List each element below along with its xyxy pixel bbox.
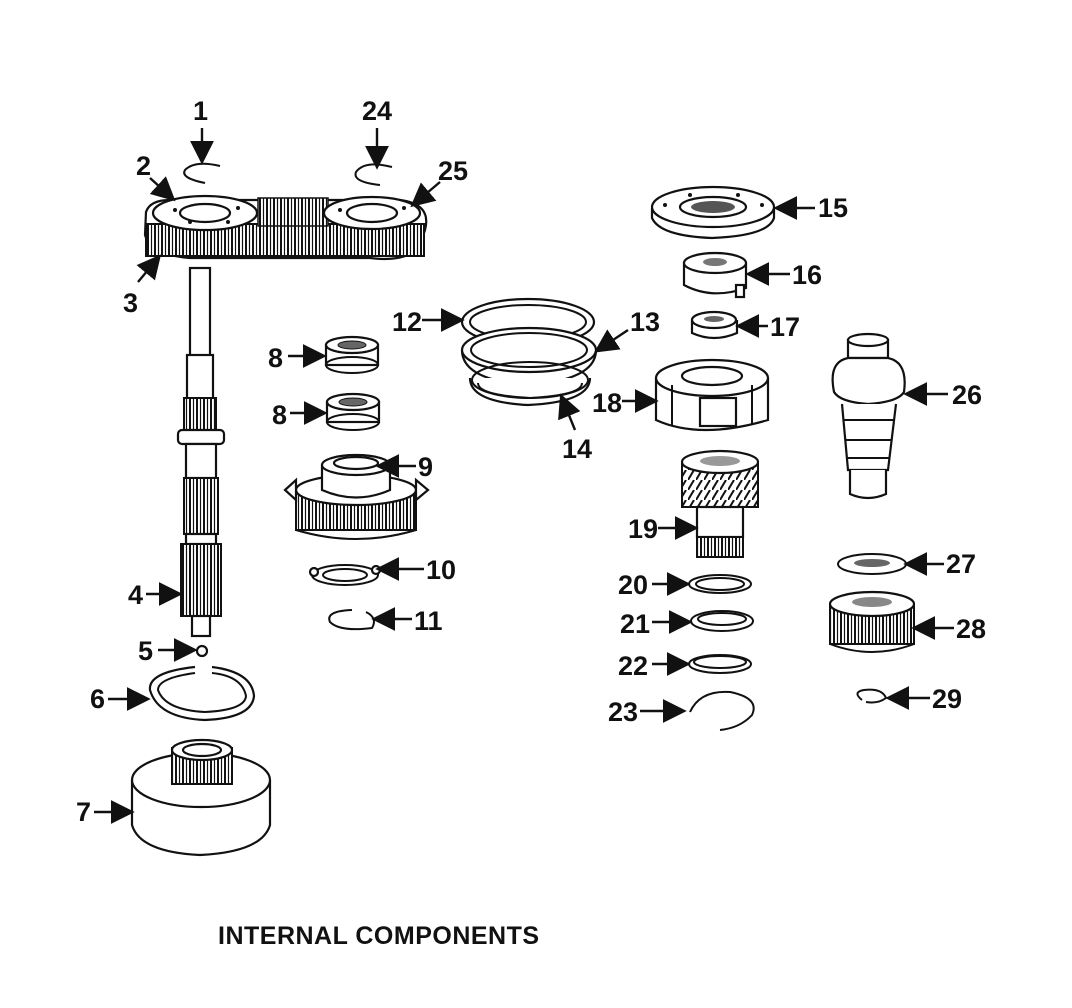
- callout-8b: 8: [272, 400, 287, 430]
- snap-ring-24: [354, 163, 393, 186]
- callout-numbers: 1 2 3 4 5 6 7 8 8 9 10 11 12 13 14 15 16…: [76, 96, 986, 827]
- callout-17: 17: [770, 312, 800, 342]
- main-shaft: [176, 266, 226, 638]
- plate-15: [650, 185, 776, 240]
- gear-shaft-19: [680, 449, 760, 558]
- callout-9: 9: [418, 452, 433, 482]
- callout-10: 10: [426, 555, 456, 585]
- washer-27: [837, 553, 907, 575]
- snap-ring-11: [328, 609, 375, 631]
- callout-14: 14: [562, 434, 592, 464]
- ring-stack-12-13-14: [460, 297, 598, 407]
- housing-18: [654, 358, 770, 432]
- snap-ring-23: [689, 690, 755, 731]
- gear-9: [283, 453, 430, 540]
- chain-sprocket-assembly: [143, 194, 428, 261]
- drum-7: [130, 738, 272, 857]
- callout-27: 27: [946, 549, 976, 579]
- callout-16: 16: [792, 260, 822, 290]
- sleeve-26: [831, 332, 906, 500]
- callout-7: 7: [76, 797, 91, 827]
- callout-23: 23: [608, 697, 638, 727]
- callout-24: 24: [362, 96, 392, 126]
- ring-21: [690, 610, 754, 632]
- bushing-17: [690, 310, 739, 340]
- ring-22: [688, 654, 752, 674]
- callout-22: 22: [618, 651, 648, 681]
- callout-19: 19: [628, 514, 658, 544]
- callout-4: 4: [128, 580, 143, 610]
- callout-28: 28: [956, 614, 986, 644]
- callout-21: 21: [620, 609, 650, 639]
- callout-3: 3: [123, 288, 138, 318]
- callout-18: 18: [592, 388, 622, 418]
- callout-12: 12: [392, 307, 422, 337]
- gear-28: [828, 590, 916, 653]
- callout-25: 25: [438, 156, 468, 186]
- callout-8a: 8: [268, 343, 283, 373]
- bearing-8b: [325, 392, 381, 431]
- callout-13: 13: [630, 307, 660, 337]
- bearing-8a: [324, 335, 380, 374]
- ball-5: [195, 644, 209, 658]
- callout-11: 11: [414, 606, 443, 636]
- collar-16: [682, 251, 748, 299]
- callout-15: 15: [818, 193, 848, 223]
- callout-6: 6: [90, 684, 105, 714]
- clip-10: [308, 564, 382, 586]
- callout-2: 2: [136, 151, 151, 181]
- callout-29: 29: [932, 684, 962, 714]
- callout-5: 5: [138, 636, 153, 666]
- callout-20: 20: [618, 570, 648, 600]
- clip-29: [856, 688, 888, 704]
- callout-26: 26: [952, 380, 982, 410]
- callout-1: 1: [193, 96, 208, 126]
- washer-20: [688, 574, 752, 594]
- callout-arrows: [94, 128, 954, 824]
- snap-ring-1: [183, 162, 221, 184]
- diagram-caption: INTERNAL COMPONENTS: [218, 922, 540, 950]
